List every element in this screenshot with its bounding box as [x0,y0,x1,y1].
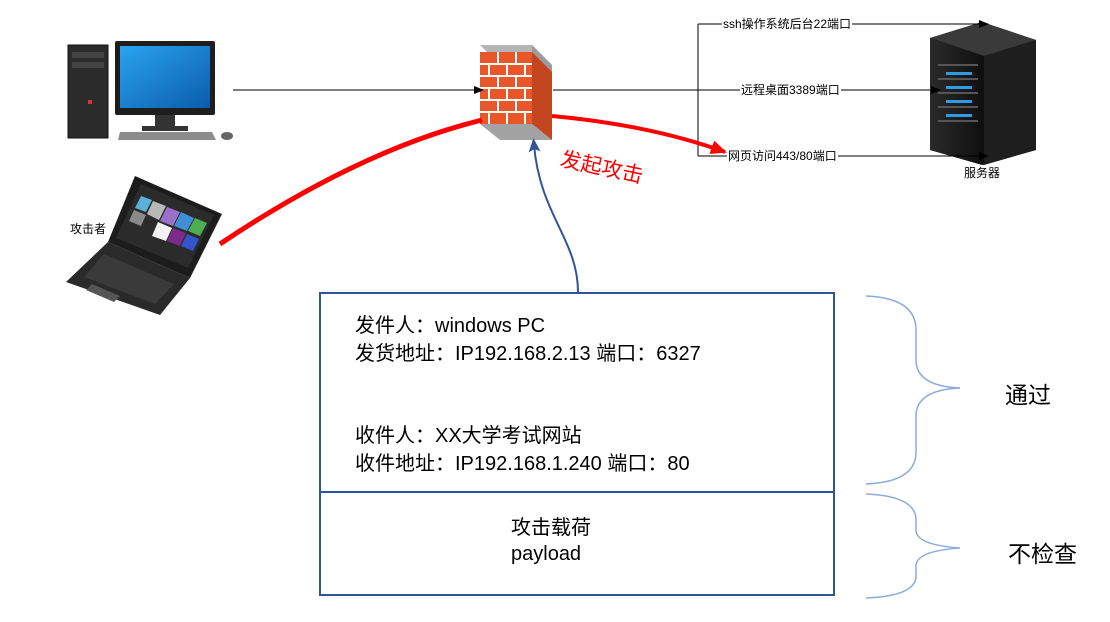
payload-verdict-label: 不检查 [1008,541,1077,567]
header-verdict-label: 通过 [1005,382,1051,408]
attacker-label: 攻击者 [70,222,107,236]
attack-path-arrow [218,117,483,247]
rdp-port-label: 远程桌面3389端口 [740,83,841,97]
packet-receiver-address: 收件地址：IP192.168.1.240 端口：80 [355,453,690,475]
ssh-port-label: ssh操作系统后台22端口 [722,17,853,31]
web-port-label: 网页访问443/80端口 [727,149,838,163]
packet-sender: 发件人：windows PC [355,315,546,337]
server-icon [930,22,1036,165]
packet-payload-cn: 攻击载荷 [511,517,591,539]
desktop-pc-icon [67,41,233,140]
packet-to-firewall-arrow [528,138,579,293]
attack-path-arrow-head [551,114,727,154]
packet-divider [321,491,833,493]
laptop-icon [66,176,222,315]
packet-box: 发件人：windows PC 发货地址：IP192.168.2.13 端口：63… [319,292,835,596]
firewall-icon [480,45,552,140]
packet-receiver: 收件人：XX大学考试网站 [355,425,582,447]
server-label: 服务器 [964,166,1001,180]
packet-sender-address: 发货地址：IP192.168.2.13 端口：6327 [355,343,701,365]
header-brace [865,295,961,485]
payload-brace [865,493,961,599]
packet-payload-en: payload [511,543,582,565]
